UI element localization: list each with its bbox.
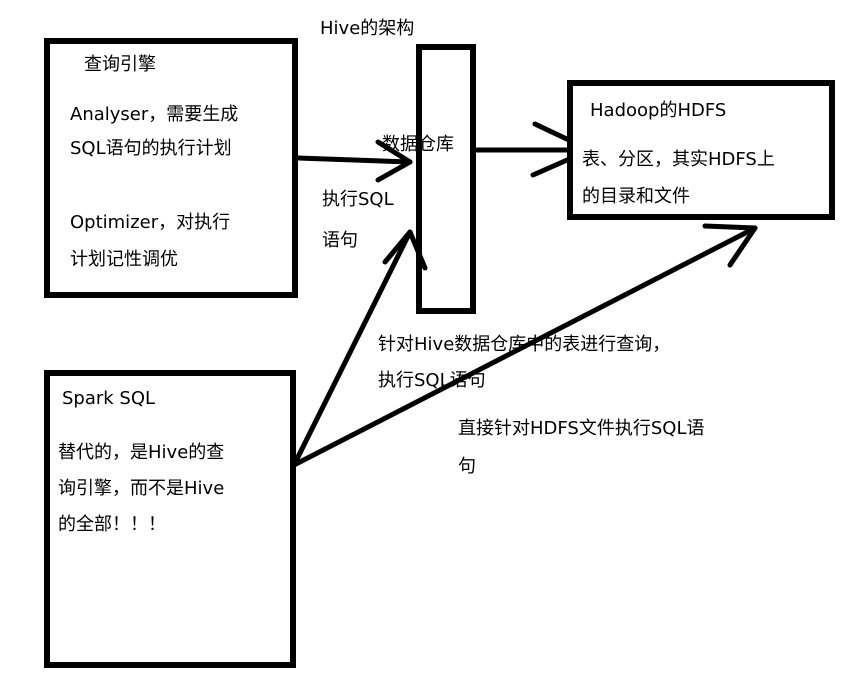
spark-sql-desc-line-3: 的全部！！！: [58, 514, 166, 535]
data-warehouse-label: 数据仓库: [382, 134, 454, 155]
spark-sql-box: [44, 370, 296, 668]
hdfs-desc-line-2: 的目录和文件: [582, 186, 690, 207]
analyser-line-1: Analyser，需要生成: [70, 104, 239, 125]
exec-sql-line-1: 执行SQL: [322, 189, 394, 210]
hdfs-heading: Hadoop的HDFS: [590, 100, 727, 121]
diagram-title: Hive的架构: [320, 18, 415, 39]
spark-sql-desc-line-1: 替代的，是Hive的查: [58, 442, 225, 463]
spark-sql-desc-line-2: 询引擎，而不是Hive: [58, 478, 225, 499]
optimizer-line-2: 计划记性调优: [70, 249, 178, 270]
note-hive-line-1: 针对Hive数据仓库中的表进行查询，: [378, 334, 671, 355]
query-engine-heading: 查询引擎: [84, 54, 156, 75]
data-warehouse-box: [416, 44, 476, 314]
optimizer-line-1: Optimizer，对执行: [70, 212, 231, 233]
arrow-spark-to-hdfs: [291, 223, 758, 468]
arrow-engine-to-warehouse: [295, 139, 413, 183]
note-hive-line-2: 执行SQL语句: [378, 370, 486, 391]
hdfs-desc-line-1: 表、分区，其实HDFS上: [582, 149, 775, 170]
hdfs-box: [567, 80, 835, 220]
note-hdfs-line-1: 直接针对HDFS文件执行SQL语: [458, 418, 705, 439]
query-engine-box: [44, 38, 298, 298]
spark-sql-heading: Spark SQL: [62, 388, 156, 409]
exec-sql-line-2: 语句: [322, 230, 358, 251]
analyser-line-2: SQL语句的执行计划: [70, 138, 232, 159]
note-hdfs-line-2: 句: [458, 456, 476, 477]
